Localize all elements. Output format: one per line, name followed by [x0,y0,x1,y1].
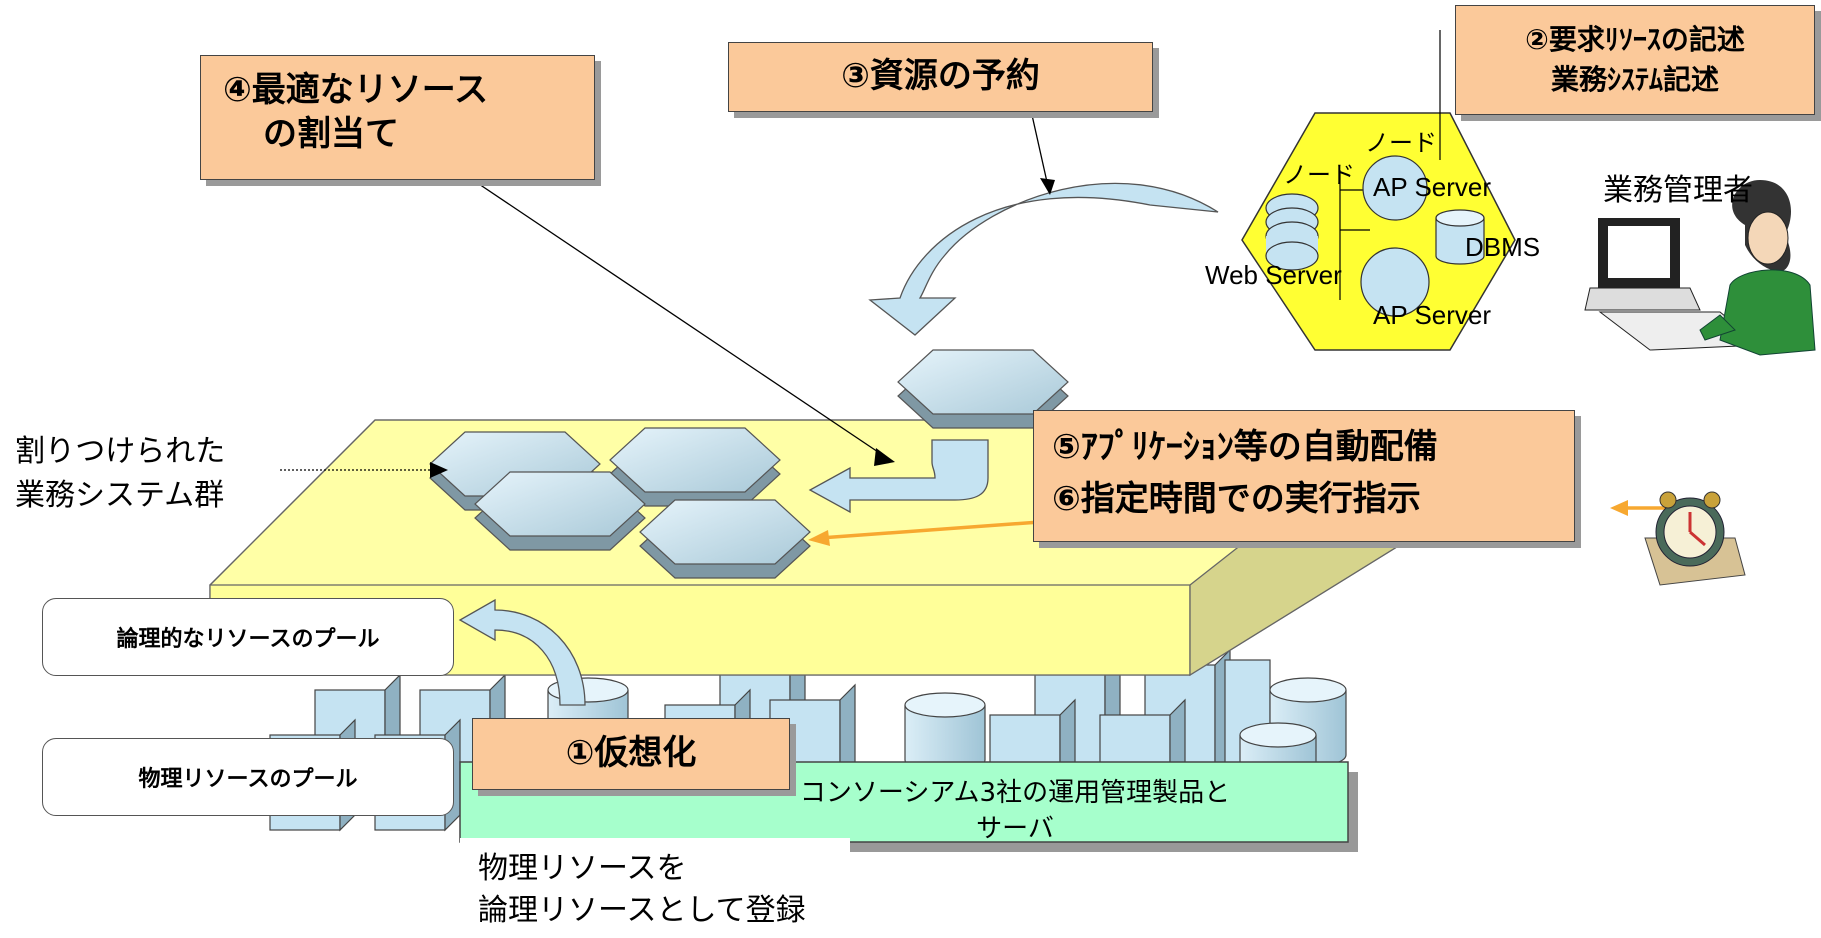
step1-callout: ①仮想化 [472,718,790,790]
allocation-uturn-arrow [808,439,989,514]
registration-note: 物理リソースを 論理リソースとして登録 [478,848,806,932]
reservation-curved-arrow [868,182,1219,336]
physical-pool-label: 物理リソースのプール [42,738,454,816]
allocated-system-hexagons [429,349,1069,579]
step3-pointer-line [1031,114,1048,183]
allocated-line1: 割りつけられた [15,434,226,469]
consortium-line1: コンソーシアム3社の運用管理製品と [799,778,1231,808]
consortium-products-label: コンソーシアム3社の運用管理製品と サーバ [690,775,1340,847]
ap-server-bottom-label: AP Server [1373,300,1492,330]
node-label-top: ノード [1365,129,1437,157]
dbms-label: DBMS [1465,232,1541,262]
web-server-label: Web Server [1205,260,1342,290]
logical-pool-label: 論理的なリソースのプール [42,598,454,676]
step4-pointer-line [469,177,891,461]
business-system-hexagon [1241,112,1516,351]
allocated-line2: 業務システム群 [15,478,225,513]
step5-label: ⑤ｱﾌﾟﾘｹｰｼｮﾝ等の自動配備 [1052,427,1438,467]
step2-line1: ②要求ﾘｿｰｽの記述 [1525,23,1745,56]
business-manager-figure [1584,180,1816,356]
step3-label: ③資源の予約 [841,56,1040,96]
allocated-systems-label: 割りつけられた 業務システム群 [15,430,225,518]
node-server-shapes [1265,155,1485,317]
step4-line1: ④最適なリソース [223,70,489,110]
physical-pool-text: 物理リソースのプール [138,767,358,792]
registration-line1: 物理リソースを [478,851,687,886]
step56-callout: ⑤ｱﾌﾟﾘｹｰｼｮﾝ等の自動配備 ⑥指定時間での実行指示 [1033,410,1575,542]
node-label-left: ノード [1283,161,1355,189]
step6-label: ⑥指定時間での実行指示 [1052,479,1421,519]
step1-label: ①仮想化 [565,733,697,773]
registration-line2: 論理リソースとして登録 [478,893,806,928]
ap-server-top-label: AP Server [1373,172,1492,202]
step2-callout: ②要求ﾘｿｰｽの記述 業務ｼｽﾃﾑ記述 [1455,5,1815,115]
virtualization-curved-arrow [458,598,586,706]
step2-line2: 業務ｼｽﾃﾑ記述 [1550,63,1719,96]
step3-callout: ③資源の予約 [728,42,1153,112]
alarm-clock-icon [1644,491,1746,586]
step4-line2: の割当て [263,114,399,154]
consortium-line2: サーバ [976,814,1054,844]
business-manager-label: 業務管理者 [1603,173,1753,208]
step4-callout: ④最適なリソース の割当て [200,55,595,180]
logical-pool-text: 論理的なリソースのプール [116,627,380,652]
